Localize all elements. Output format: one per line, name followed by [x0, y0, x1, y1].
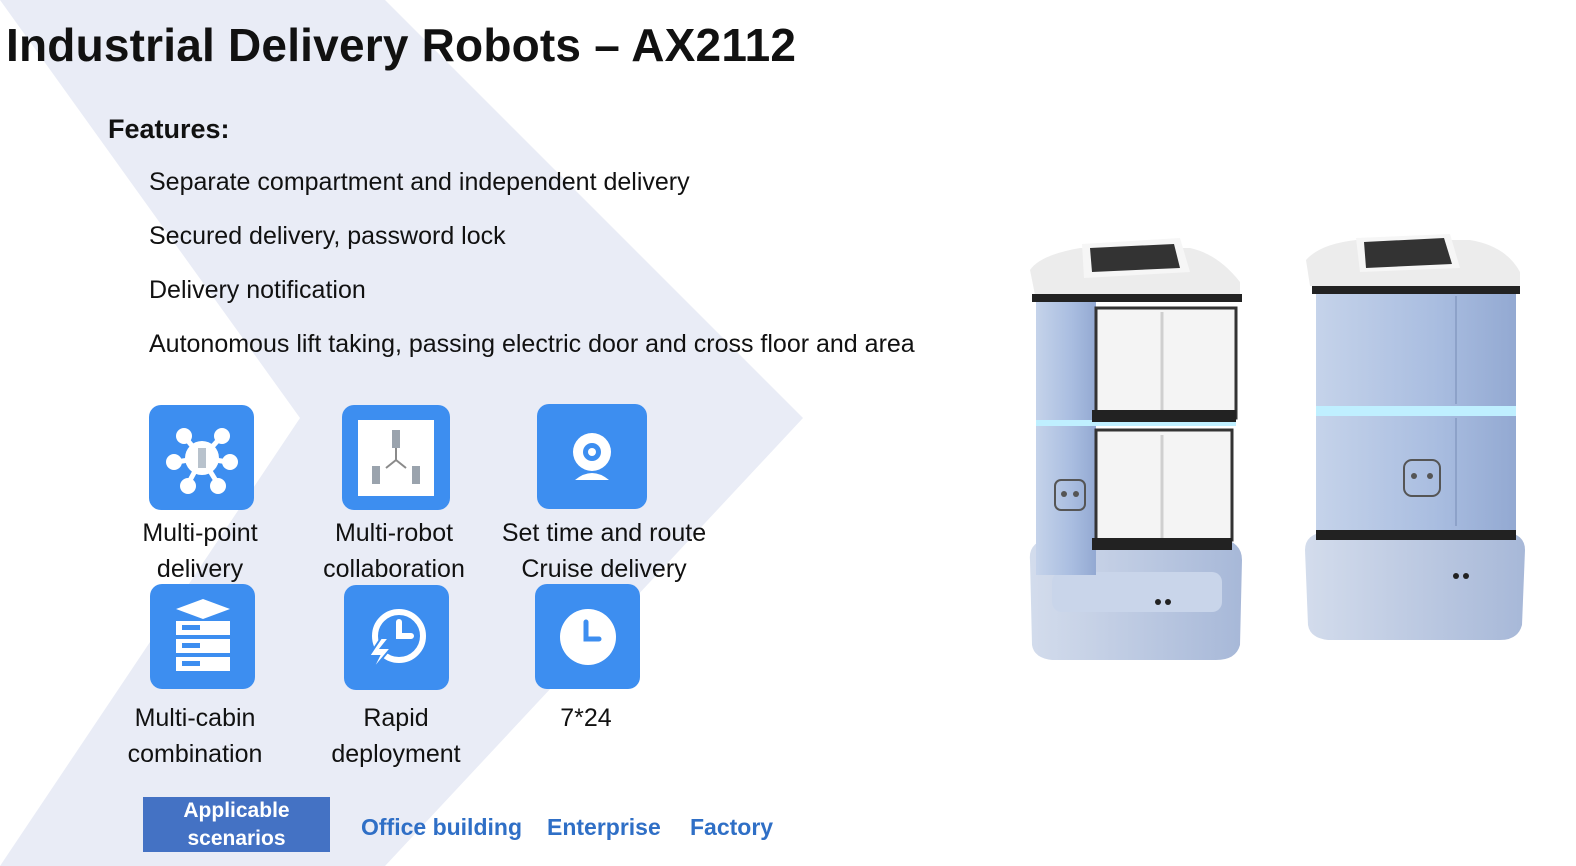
feature-item: Secured delivery, password lock: [149, 222, 506, 250]
capability-label-multi-cabin: Multi-cabin combination: [105, 700, 285, 772]
scenario-enterprise[interactable]: Enterprise: [547, 814, 661, 840]
network-icon: [149, 405, 254, 510]
label-line: Rapid: [363, 704, 429, 732]
robots-collaboration-icon: [342, 405, 450, 510]
label-line: Multi-point: [142, 519, 258, 547]
label-line: delivery: [156, 555, 244, 583]
label-line: 7*24: [560, 704, 612, 732]
capability-label-rapid: Rapid deployment: [306, 700, 486, 772]
rapid-clock-icon: [344, 585, 449, 690]
label-line: combination: [127, 740, 263, 768]
label-line: deployment: [331, 740, 461, 768]
robot-closed: [1305, 234, 1525, 640]
capability-label-multi-point: Multi-point delivery: [110, 515, 290, 587]
label-line: Set time and route: [501, 519, 707, 547]
cabinet-icon: [150, 584, 255, 689]
label-line: Multi-robot: [334, 519, 454, 547]
scenario-factory[interactable]: Factory: [690, 814, 774, 840]
feature-list: Separate compartment and independent del…: [149, 164, 915, 380]
page-title: Industrial Delivery Robots – AX2112: [6, 19, 797, 71]
applicable-scenarios-badge: Applicable scenarios: [143, 797, 330, 852]
feature-item: Autonomous lift taking, passing electric…: [149, 330, 915, 358]
capability-label-multi-robot: Multi-robot collaboration: [304, 515, 484, 587]
label-line: Multi-cabin: [134, 704, 256, 732]
feature-item: Delivery notification: [149, 276, 366, 304]
label-line: collaboration: [323, 555, 465, 583]
robot-open-compartments: [1029, 238, 1242, 660]
camera-icon: [537, 404, 647, 509]
robot-product-image: [1000, 220, 1576, 700]
capability-label-cruise: Set time and route Cruise delivery: [484, 515, 724, 587]
feature-item: Separate compartment and independent del…: [149, 168, 690, 196]
badge-line: Applicable: [183, 799, 290, 822]
features-heading: Features:: [108, 114, 230, 144]
badge-line: scenarios: [187, 827, 286, 850]
capability-label-24-7: 7*24: [496, 700, 676, 736]
scenario-office-building[interactable]: Office building: [361, 814, 522, 840]
clock-icon: [535, 584, 640, 689]
label-line: Cruise delivery: [521, 555, 687, 583]
